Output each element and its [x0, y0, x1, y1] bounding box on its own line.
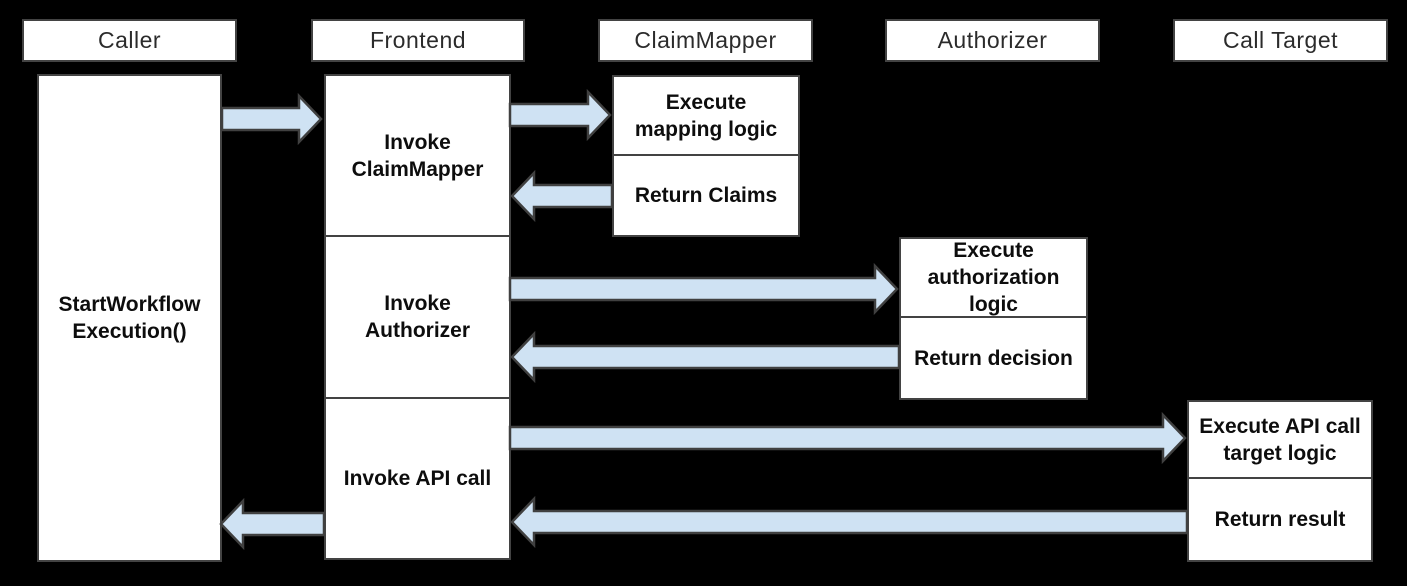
task-label: Invoke ClaimMapper: [351, 130, 484, 181]
task-execute-api-call-target-logic: Execute API call target logic: [1187, 400, 1373, 479]
task-label: Return decision: [914, 346, 1073, 370]
task-invoke-authorizer: Invoke Authorizer: [324, 235, 511, 399]
arrow-frontend-to-calltarget-icon: [508, 411, 1187, 465]
arrow-frontend-to-claimmapper-icon: [508, 88, 612, 142]
arrow-authorizer-to-frontend-icon: [510, 330, 901, 384]
lifeline-claimmapper: ClaimMapper: [598, 19, 813, 62]
task-execute-mapping-logic: Execute mapping logic: [612, 75, 800, 156]
task-label: Execute mapping logic: [634, 90, 778, 141]
arrow-caller-to-frontend-icon: [220, 92, 323, 146]
lifeline-frontend: Frontend: [311, 19, 525, 62]
task-label: Invoke Authorizer: [365, 292, 470, 342]
task-label: Execute API call target logic: [1199, 414, 1361, 465]
task-return-decision: Return decision: [899, 316, 1088, 400]
arrow-frontend-to-authorizer-icon: [508, 262, 899, 316]
arrow-calltarget-to-frontend-icon: [510, 495, 1189, 549]
task-return-claims: Return Claims: [612, 154, 800, 237]
task-label: StartWorkflow Execution(): [58, 293, 201, 343]
task-execute-authorization-logic: Execute authorization logic: [899, 237, 1088, 318]
task-invoke-api-call: Invoke API call: [324, 397, 511, 560]
task-startworkflow-execution: StartWorkflow Execution(): [37, 74, 222, 562]
task-label: Return result: [1214, 508, 1346, 531]
lifeline-call-target: Call Target: [1173, 19, 1388, 62]
arrow-claimmapper-to-frontend-icon: [510, 169, 614, 223]
task-label: Invoke API call: [343, 467, 492, 490]
task-label: Execute authorization logic: [927, 239, 1060, 316]
lifeline-caller: Caller: [22, 19, 237, 62]
task-label: Return Claims: [634, 184, 778, 207]
arrow-frontend-to-caller-icon: [219, 497, 326, 551]
task-invoke-claimmapper: Invoke ClaimMapper: [324, 74, 511, 237]
task-return-result: Return result: [1187, 477, 1373, 562]
lifeline-authorizer: Authorizer: [885, 19, 1100, 62]
